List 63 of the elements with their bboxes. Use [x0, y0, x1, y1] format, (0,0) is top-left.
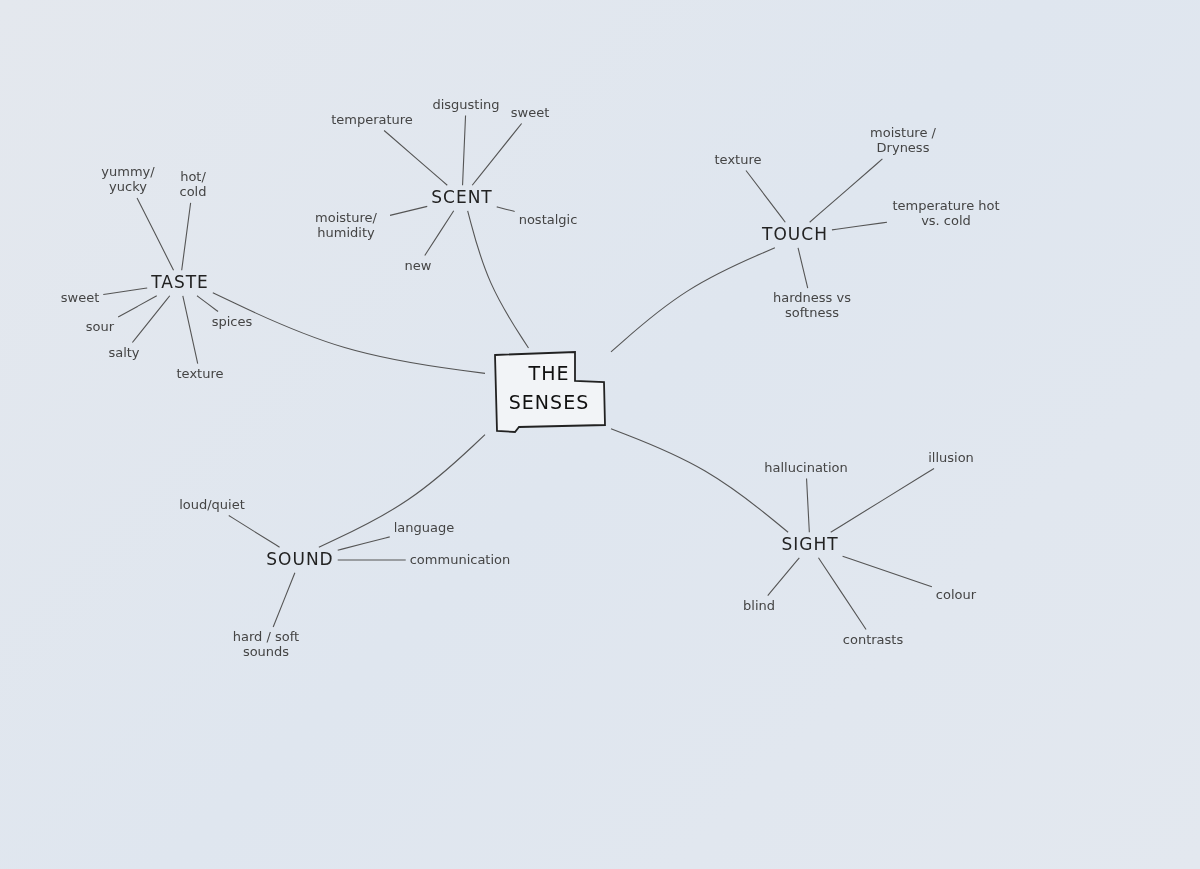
connector-line	[817, 557, 867, 631]
branch-line	[610, 428, 789, 533]
subtopic-label: contrasts	[842, 632, 904, 648]
connector-line	[383, 129, 448, 186]
connector-line	[471, 122, 523, 186]
subtopic-label: yummy/ yucky	[93, 165, 163, 195]
connector-line	[182, 295, 199, 365]
connector-line	[424, 210, 455, 257]
subtopic-label: temperature	[331, 112, 413, 128]
branch-topic: SIGHT	[781, 535, 839, 555]
connector-line	[767, 557, 800, 597]
central-topic-title: THE SENSES	[507, 361, 591, 415]
subtopic-label: moisture / Dryness	[859, 126, 947, 156]
subtopic-label: sour	[85, 319, 115, 335]
connector-line	[496, 206, 516, 212]
subtopic-label: hot/ cold	[168, 170, 218, 200]
branch-topic: TASTE	[151, 273, 209, 293]
connector-line	[831, 221, 888, 231]
subtopic-label: moisture/ humidity	[306, 211, 386, 241]
connector-line	[745, 169, 786, 223]
subtopic-label: language	[393, 520, 455, 536]
branch-topic: SCENT	[431, 188, 493, 208]
connector-line	[337, 559, 407, 561]
branch-line	[610, 247, 776, 353]
connector-line	[181, 202, 192, 271]
subtopic-label: blind	[743, 598, 775, 614]
connector-line	[830, 467, 935, 533]
connector-line	[228, 514, 281, 548]
subtopic-label: sweet	[60, 290, 100, 306]
subtopic-label: sweet	[510, 105, 550, 121]
connector-line	[842, 555, 933, 588]
subtopic-label: temperature hot vs. cold	[891, 199, 1001, 229]
subtopic-label: texture	[176, 366, 224, 382]
connector-line	[131, 295, 171, 344]
connector-line	[797, 247, 809, 289]
connector-line	[272, 572, 296, 628]
connector-line	[117, 295, 158, 318]
branch-line	[467, 210, 530, 349]
subtopic-label: hallucination	[764, 460, 848, 476]
subtopic-label: loud/quiet	[179, 497, 245, 513]
connector-line	[196, 295, 219, 313]
subtopic-label: hardness vs softness	[762, 291, 862, 321]
branch-topic: SOUND	[266, 550, 334, 570]
connector-line	[136, 197, 175, 271]
connector-line	[389, 205, 428, 216]
connector-line	[806, 477, 810, 533]
connector-line	[102, 287, 148, 296]
subtopic-label: colour	[935, 587, 977, 603]
subtopic-label: disgusting	[432, 97, 500, 113]
subtopic-label: texture	[714, 152, 762, 168]
branch-line	[318, 434, 486, 548]
connector-line	[462, 114, 467, 186]
subtopic-label: hard / soft sounds	[231, 630, 301, 660]
branch-line	[212, 292, 486, 374]
subtopic-label: spices	[211, 314, 253, 330]
subtopic-label: new	[404, 258, 432, 274]
subtopic-label: communication	[409, 552, 511, 568]
connector-line	[809, 158, 883, 223]
connector-line	[337, 536, 391, 551]
subtopic-label: illusion	[928, 450, 974, 466]
subtopic-label: salty	[108, 345, 140, 361]
branch-topic: TOUCH	[762, 225, 828, 245]
subtopic-label: nostalgic	[518, 212, 578, 228]
